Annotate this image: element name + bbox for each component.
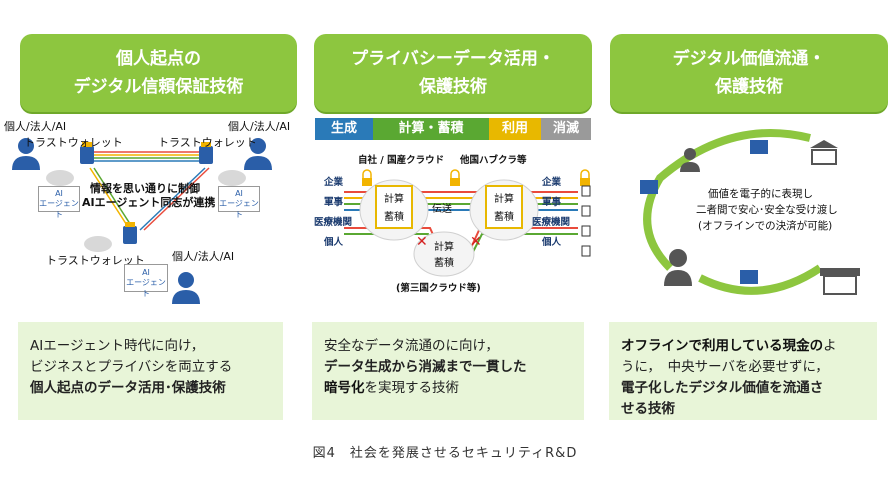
wallet-icon: [199, 142, 213, 164]
person-icon: [12, 138, 40, 170]
person-phone-icon: [680, 148, 700, 172]
connection-lines: [89, 151, 210, 231]
header-1-line2: デジタル信頼保証技術: [73, 77, 244, 97]
info-cloud-icon: [84, 236, 112, 252]
right-label-person: 個人: [542, 237, 562, 248]
header-3-line1: デジタル価値流通・: [672, 49, 826, 69]
trash-icon: [581, 185, 591, 197]
info-cloud-icon: [46, 170, 74, 186]
value-card-icon: [640, 180, 658, 194]
desc-1-line1: AIエージェント時代に向け，: [30, 338, 205, 354]
cloud-b-store: 蓄積: [494, 212, 514, 223]
desc-2-line1: 安全なデータ流通のに向け，: [324, 338, 499, 354]
lock-icon: [450, 169, 460, 186]
person-label-b: 個人/法人/AI: [172, 250, 235, 263]
header-3-line2: 保護技術: [715, 77, 783, 97]
header-banner-1: 個人起点の デジタル信頼保証技術: [20, 34, 297, 112]
flow-arrow-icon: [698, 264, 823, 295]
trust-wallet-diagram: 個人/法人/AI 個人/法人/AI トラストウォレット トラストウォレット AI…: [0, 118, 300, 316]
info-cloud-icon: [218, 170, 246, 186]
cloud-a-compute: 計算: [384, 194, 404, 205]
panel3-line1: 価値を電子的に表現し: [708, 188, 813, 200]
trash-icon: [581, 205, 591, 217]
wallet-label-tr: トラストウォレット: [158, 136, 257, 149]
desc-2-line3-rest: を実現する技術: [364, 380, 460, 396]
panel3-line3: (オフラインでの決済が可能): [698, 220, 833, 232]
blocked-x-icon: ✕: [416, 234, 428, 250]
header-banner-2: プライバシーデータ活用・ 保護技術: [314, 34, 592, 112]
desc-3-line3: 電子化したデジタル価値を流通さ: [621, 380, 824, 396]
pipeline-graphic: ✕ ✕: [344, 169, 591, 277]
right-label-company: 企業: [542, 177, 562, 188]
desc-3-line1-bold: オフラインで利用している現金の: [621, 338, 824, 354]
left-label-company: 企業: [324, 177, 344, 188]
wallet-label-b: トラストウォレット: [46, 254, 145, 267]
header-1-line1: 個人起点の: [116, 49, 201, 69]
digital-value-diagram: 価値を電子的に表現し 二者間で安心･安全な受け渡し (オフラインでの決済が可能): [610, 118, 890, 316]
desc-2-line3-bold: 暗号化: [324, 380, 365, 396]
stage-compute-store: 計算・蓄積: [373, 118, 489, 140]
trash-icon: [581, 245, 591, 257]
person-icon: [172, 272, 200, 304]
flow-arrow-icon: [643, 129, 811, 271]
header-2-line2: 保護技術: [419, 77, 487, 97]
cloud-a-store: 蓄積: [384, 212, 404, 223]
cloud-top-label-2: 他国ハブクラ等: [460, 155, 527, 166]
desc-3-line1-rest: よ: [823, 338, 837, 354]
cloud-icon: [413, 231, 475, 277]
cloud-top-label: 自社 / 国産クラウド: [358, 155, 445, 166]
trash-icon: [581, 225, 591, 237]
cloud-c-store: 蓄積: [434, 258, 454, 269]
header-2-line1: プライバシーデータ活用・: [351, 49, 555, 69]
third-country-label: (第三国クラウド等): [396, 283, 481, 294]
shop-icon: [820, 268, 860, 295]
center-text-1: 情報を思い通りに制御: [90, 182, 200, 195]
wallet-icon: [80, 142, 94, 164]
stage-use: 利用: [489, 118, 541, 140]
stage-dispose: 消滅: [541, 118, 591, 140]
panel3-line2: 二者間で安心･安全な受け渡し: [696, 204, 838, 216]
trust-wallet-graphic: [12, 138, 272, 304]
wallet-icon: [123, 222, 137, 244]
blocked-x-icon: ✕: [470, 234, 482, 250]
cloud-c-compute: 計算: [434, 242, 454, 253]
bank-icon: [810, 140, 838, 165]
desc-1-line2: ビジネスとプライバシを両立する: [30, 359, 233, 375]
cloud-b-compute: 計算: [494, 194, 514, 205]
desc-2-line2: データ生成から消滅まで一貫した: [324, 359, 527, 375]
desc-1-line3: 個人起点のデータ活用･保護技術: [30, 380, 226, 396]
left-label-medical: 医療機関: [314, 217, 353, 228]
person-icon: [664, 249, 692, 286]
person-label-tr: 個人/法人/AI: [228, 120, 291, 133]
lock-icon: [362, 169, 372, 186]
right-label-medical: 医療機関: [532, 217, 571, 228]
description-2: 安全なデータ流通のに向け， データ生成から消滅まで一貫した 暗号化を実現する技術: [312, 322, 584, 420]
desc-3-line2: うに， 中央サーバを必要せずに，: [621, 359, 829, 375]
transfer-label: 伝送: [432, 204, 452, 215]
value-card-icon: [740, 270, 758, 284]
left-label-person: 個人: [324, 237, 344, 248]
person-icon: [244, 138, 272, 170]
figure-caption: 図4 社会を発展させるセキュリティR&D: [312, 446, 578, 461]
lock-icon: [580, 169, 590, 186]
value-flow-graphic: [640, 129, 860, 295]
value-card-icon: [750, 140, 768, 154]
wallet-label-tl: トラストウォレット: [24, 136, 123, 149]
description-3: オフラインで利用している現金のよ うに， 中央サーバを必要せずに， 電子化したデ…: [609, 322, 877, 420]
stage-generate: 生成: [315, 118, 373, 140]
description-1: AIエージェント時代に向け， ビジネスとプライバシを両立する 個人起点のデータ活…: [18, 322, 283, 420]
center-text-2: AIエージェント同志が連携: [82, 196, 216, 209]
right-label-military: 軍事: [542, 197, 562, 208]
left-label-military: 軍事: [324, 197, 344, 208]
desc-3-line4: せる技術: [621, 401, 675, 417]
person-label-tl: 個人/法人/AI: [4, 120, 67, 133]
privacy-data-diagram: 生成 計算・蓄積 利用 消滅 ✕ ✕: [310, 118, 600, 316]
header-banner-3: デジタル価値流通・ 保護技術: [610, 34, 888, 112]
